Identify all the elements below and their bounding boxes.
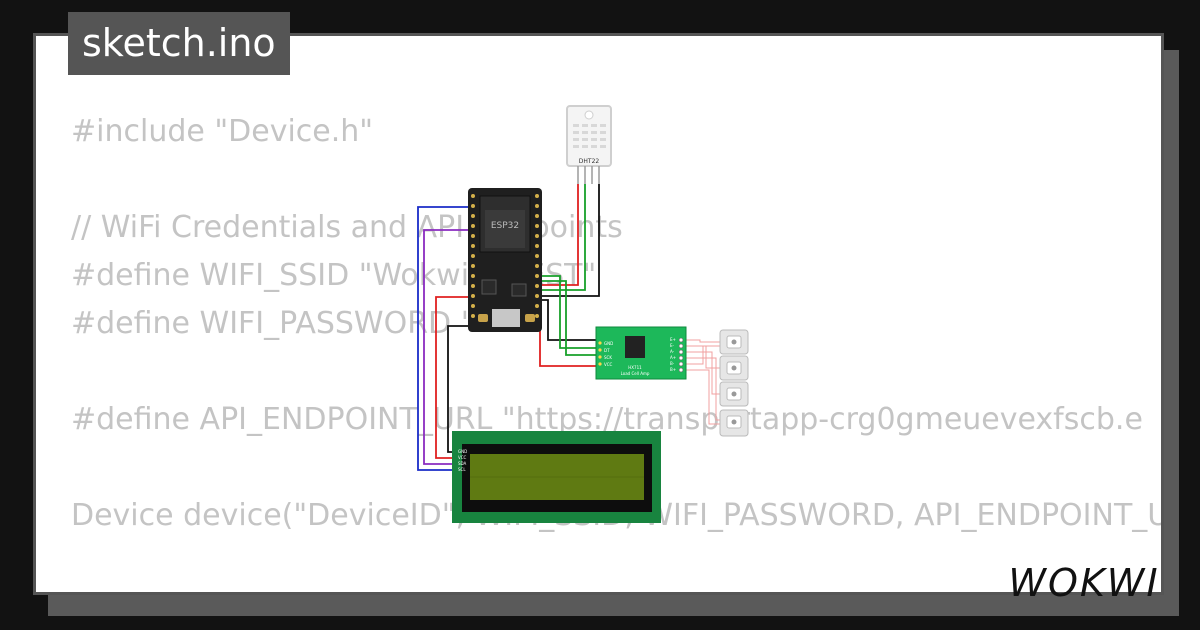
hx711-sublabel: Load Cell Amp (621, 371, 650, 376)
hx711-pin-sck: SCK (604, 355, 612, 360)
hx711-pin-a-minus: A- (670, 349, 675, 354)
lcd-pin-scl: SCL (458, 467, 466, 472)
hx711-label: HX711 (628, 365, 642, 370)
load-cell-3 (719, 381, 749, 407)
hx711-pin-vcc: VCC (604, 362, 613, 367)
load-cell-1 (719, 329, 749, 355)
hx711-pin-b-plus: B+ (670, 367, 676, 372)
hx711-pin-b-minus: B- (670, 361, 675, 366)
load-cell-4 (719, 409, 749, 437)
hx711-pin-dt: DT (604, 348, 610, 353)
lcd-pin-gnd: GND (458, 449, 467, 454)
wire-dht-data (540, 184, 586, 291)
code-line: #include "Device.h" (71, 114, 374, 149)
lcd-display[interactable]: GND VCC SDA SCL (452, 431, 661, 523)
wire-hx-dt (540, 275, 598, 349)
wokwi-logo: WOKWI (1008, 561, 1159, 605)
code-line: #define WIFI_PASSWORD "" (71, 306, 489, 341)
wire-lcd-sda (423, 229, 474, 465)
hx711-pin-e-minus: E- (670, 343, 675, 348)
lcd-pin-sda: SDA (458, 461, 467, 466)
hx711-pin-gnd: GND (604, 341, 613, 346)
load-cell-2 (719, 355, 749, 381)
dht22-sensor[interactable]: DHT22 (566, 105, 612, 184)
dht22-label: DHT22 (579, 158, 600, 165)
hx711-pin-a-plus: A+ (670, 355, 676, 360)
wires (417, 184, 722, 471)
hx711-module[interactable]: GND DT SCK VCC E+ E- A- A+ B- B+ HX711 L… (595, 326, 687, 380)
code-line: // WiFi Credentials and API Endpoints (71, 210, 623, 245)
code-line: #define API_ENDPOINT_URL "https://transp… (71, 402, 1143, 437)
wire-lcd-scl (417, 206, 474, 471)
wire-dht-vcc (538, 184, 579, 286)
wokwi-logo-text: WOKWI (1008, 561, 1159, 605)
file-name-tab[interactable]: sketch.ino (68, 12, 290, 75)
wire-lcd-vcc (435, 296, 474, 459)
wire-hx-gnd (540, 299, 598, 341)
lcd-pin-vcc: VCC (458, 455, 467, 460)
wire-dht-gnd (540, 184, 600, 297)
load-cells[interactable] (719, 329, 749, 437)
esp32-board[interactable]: ESP32 (468, 188, 542, 332)
wire-lcd-gnd (447, 325, 474, 453)
hx711-pin-e-plus: E+ (670, 337, 676, 342)
wire-hx-sck (540, 280, 598, 356)
esp32-label: ESP32 (491, 221, 519, 231)
